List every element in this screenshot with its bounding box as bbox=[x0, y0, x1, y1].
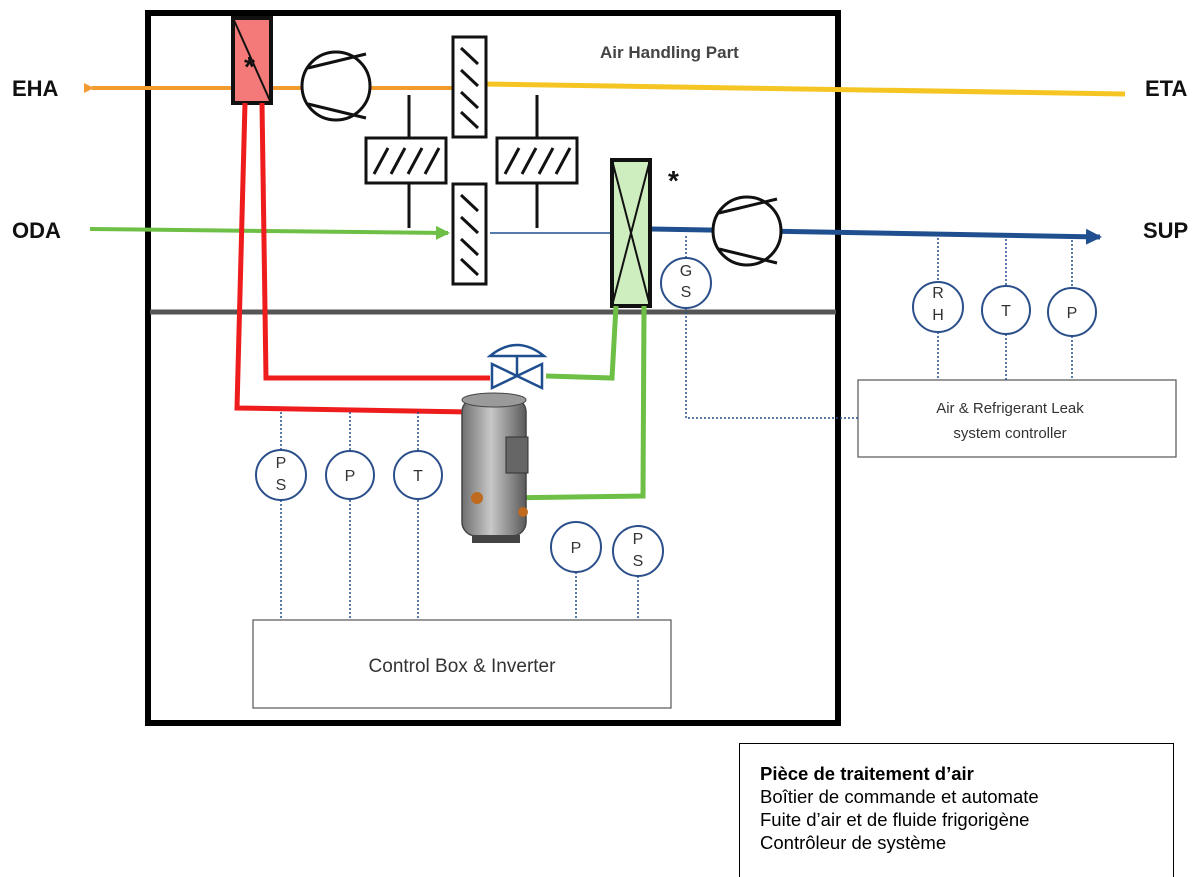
flow-label-eha: EHA bbox=[12, 76, 59, 101]
outdoor-air-line bbox=[89, 225, 450, 240]
control-box-label: Control Box & Inverter bbox=[369, 656, 557, 677]
svg-text:P: P bbox=[571, 540, 582, 557]
exhaust-coil-star: * bbox=[244, 51, 255, 82]
svg-text:S: S bbox=[633, 553, 644, 570]
refrigerant-hot-line-a bbox=[234, 102, 471, 415]
sensor-t-left: T bbox=[393, 450, 443, 500]
refrigerant-liquid-line-a bbox=[545, 305, 619, 381]
translation-legend: Pièce de traitement d’air Boîtier de com… bbox=[739, 743, 1174, 877]
damper-left bbox=[364, 136, 448, 185]
legend-title: Pièce de traitement d’air bbox=[760, 763, 974, 784]
sensor-rh: R H bbox=[912, 281, 964, 333]
flow-label-oda: ODA bbox=[12, 218, 61, 243]
refrigerant-hot-line-b bbox=[259, 102, 490, 381]
damper-top bbox=[451, 35, 488, 139]
svg-text:T: T bbox=[413, 468, 423, 485]
svg-text:T: T bbox=[1001, 303, 1011, 320]
flow-label-sup: SUP bbox=[1143, 218, 1188, 243]
legend-line-3: Contrôleur de système bbox=[760, 832, 947, 853]
section-title: Air Handling Part bbox=[600, 43, 739, 62]
svg-text:H: H bbox=[932, 307, 944, 324]
svg-text:S: S bbox=[276, 477, 287, 494]
sensor-p-left: P bbox=[325, 450, 375, 500]
svg-text:P: P bbox=[633, 531, 644, 548]
sensor-t-supply: T bbox=[981, 285, 1031, 335]
sensor-p-right: P bbox=[550, 521, 602, 573]
extract-air-line bbox=[472, 76, 1126, 97]
sensor-gs: G S bbox=[660, 257, 712, 309]
control-box bbox=[252, 619, 672, 709]
refrigerant-liquid-line-b bbox=[501, 305, 647, 501]
supply-fan-icon bbox=[711, 195, 783, 267]
damper-bottom bbox=[451, 182, 488, 286]
svg-text:P: P bbox=[1067, 305, 1078, 322]
damper-right bbox=[495, 136, 579, 185]
exhaust-fan-icon bbox=[300, 50, 372, 122]
svg-text:P: P bbox=[276, 455, 287, 472]
legend-line-1: Boîtier de commande et automate bbox=[760, 786, 1039, 807]
svg-text:P: P bbox=[345, 468, 356, 485]
svg-text:S: S bbox=[681, 284, 692, 301]
sensor-ps-right: P S bbox=[612, 525, 664, 577]
leak-controller-box bbox=[857, 379, 1177, 458]
signal-wires bbox=[280, 234, 1073, 620]
svg-text:R: R bbox=[932, 285, 944, 302]
compressor-icon bbox=[461, 392, 529, 543]
supply-coil-star: * bbox=[668, 165, 679, 196]
leak-controller-line1: Air & Refrigerant Leak bbox=[936, 400, 1084, 417]
expansion-valve-icon bbox=[486, 343, 548, 390]
sensor-ps-left: P S bbox=[255, 449, 307, 501]
flow-label-eta: ETA bbox=[1145, 76, 1187, 101]
exhaust-coil bbox=[231, 16, 273, 105]
supply-coil bbox=[610, 158, 652, 308]
legend-line-2: Fuite d’air et de fluide frigorigène bbox=[760, 809, 1030, 830]
unit-frame bbox=[145, 10, 841, 726]
leak-controller-line2: system controller bbox=[953, 425, 1066, 442]
svg-text:G: G bbox=[680, 263, 692, 280]
sensor-p-supply: P bbox=[1047, 287, 1097, 337]
